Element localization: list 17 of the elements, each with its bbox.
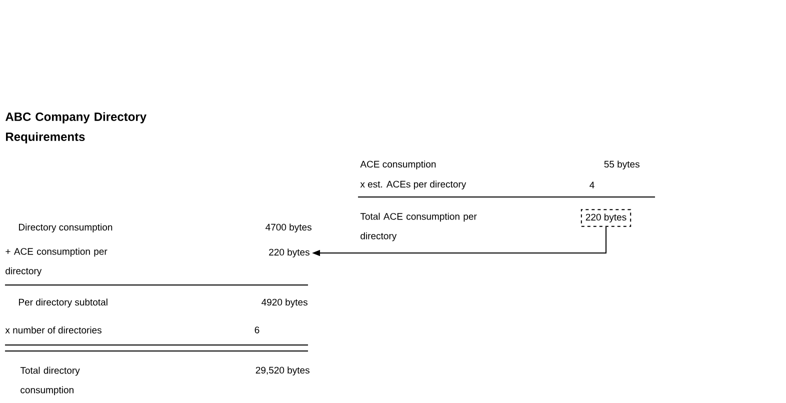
table-text: x est. ACEs per directory (360, 180, 466, 190)
table-text: Total ACE consumption per directory (360, 212, 477, 242)
table-text: Directory consumption (19, 224, 112, 232)
table-text: 6 (254, 326, 260, 334)
table-text: 29,520 bytes (256, 366, 310, 376)
value-box: 220 bytes (580, 209, 632, 227)
table-text: 55 bytes (604, 160, 640, 170)
table-text: + ACE consumption per directory (6, 248, 108, 276)
table-text: Per directory subtotal (19, 298, 108, 308)
table-text: Total directory consumption (20, 366, 80, 396)
table-text: 4920 bytes (262, 298, 308, 308)
table-text: 4 (590, 182, 594, 188)
table-text: 4700 bytes (266, 224, 312, 232)
value-text: 220 bytes (269, 248, 310, 258)
title: ABC Company Directory Requirements (6, 112, 146, 144)
table-text: ACE consumption (360, 160, 436, 170)
table-text: x number of directories (5, 326, 102, 334)
